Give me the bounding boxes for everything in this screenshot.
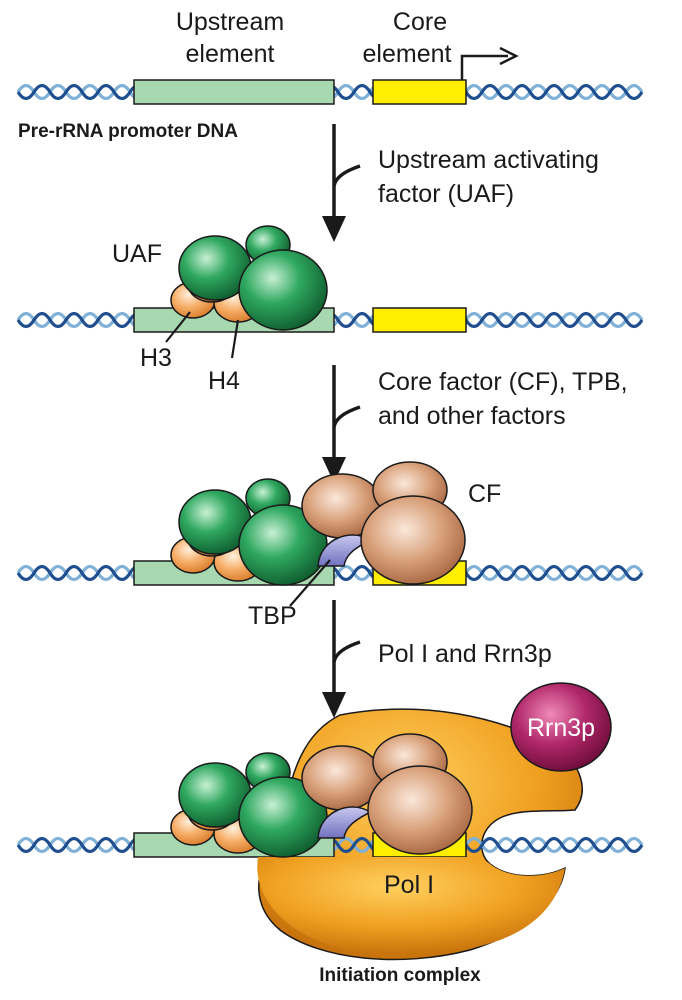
tbp-label: TBP: [248, 602, 297, 630]
cf-subunit-3: [360, 495, 466, 585]
cf-complex: [301, 733, 473, 855]
h3-pointer: [165, 311, 191, 343]
initiation-complex-label: Initiation complex: [319, 965, 481, 986]
uaf-complex: [170, 225, 328, 331]
core-element-label-2: element: [363, 40, 452, 68]
step-arrow-1: [320, 124, 362, 244]
step1-label-1: Upstream activating: [378, 146, 599, 174]
uaf-complex: [170, 478, 328, 586]
pol1-lower-lobe: [257, 857, 565, 956]
upstream-element-label-2: element: [186, 40, 275, 68]
uaf-label: UAF: [112, 240, 162, 268]
promoter-dna-label: Pre-rRNA promoter DNA: [18, 121, 238, 142]
h4-pointer: [230, 319, 240, 359]
cf-complex: [301, 461, 466, 585]
pol1-label: Pol I: [384, 871, 434, 899]
core-element-box: [372, 79, 467, 105]
promoter-dna-row: Upstream element Core element Pre-rRNA p…: [16, 8, 644, 142]
initiation-complex-row: Rrn3p Pol I Initiation complex: [16, 682, 644, 986]
rrn3p-label: Rrn3p: [527, 714, 595, 742]
cf-bound-row: CF TBP: [16, 461, 644, 630]
uaf-subunit-main: [238, 249, 328, 331]
uaf-complex: [170, 752, 328, 858]
uaf-bound-row: UAF H3 H4: [16, 225, 644, 395]
core-element-label-1: Core: [393, 8, 447, 36]
upstream-element-label-1: Upstream: [176, 8, 284, 36]
step3-label: Pol I and Rrn3p: [378, 640, 552, 668]
step2-label-1: Core factor (CF), TPB,: [378, 368, 628, 396]
core-element-box: [372, 307, 467, 333]
h4-label: H4: [208, 367, 240, 395]
step-arrow-3: [320, 600, 362, 720]
transcription-start-arrow: [460, 46, 519, 80]
h3-label: H3: [140, 344, 172, 372]
rrn3p: [510, 682, 612, 772]
step1-label-2: factor (UAF): [378, 180, 514, 208]
step2-label-2: and other factors: [378, 402, 566, 430]
step-arrow-2: [320, 365, 362, 485]
cf-label: CF: [468, 480, 501, 508]
tbp-pointer: [289, 559, 331, 607]
upstream-element-box: [133, 79, 335, 105]
